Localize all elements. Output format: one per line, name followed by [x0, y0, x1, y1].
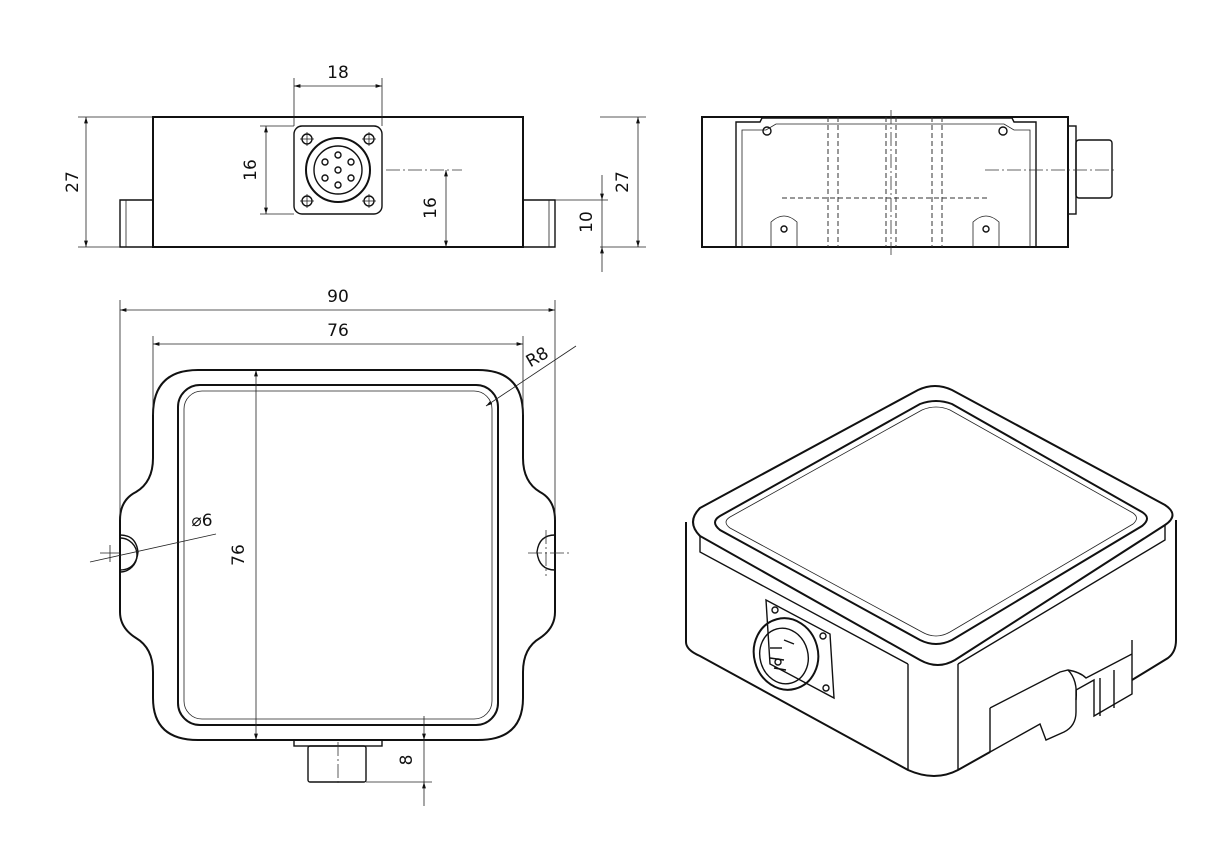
dim-overall-width: 90: [327, 287, 349, 307]
bottom-connector: [307, 745, 367, 783]
dim-side-height: 27: [613, 171, 633, 193]
dim-corner-radius: R8: [523, 343, 553, 372]
top-view: [119, 369, 572, 786]
side-connector: [1075, 139, 1113, 199]
iso-connector: [752, 617, 820, 691]
front-view-dimensions: 18 27 16 16: [63, 63, 448, 248]
dim-connector-offset: 16: [421, 197, 441, 219]
iso-connector-flange: [765, 598, 835, 700]
front-left-foot: [119, 199, 153, 248]
dim-connector-height: 16: [241, 159, 261, 181]
front-view: [119, 116, 556, 248]
front-body-outline: [152, 116, 524, 248]
dim-body-width: 76: [327, 321, 349, 341]
dim-flange-height: 10: [577, 211, 597, 233]
top-lid: [177, 384, 499, 726]
dim-connector-width: 18: [327, 63, 349, 83]
dim-connector-depth: 8: [397, 755, 417, 766]
dim-front-height: 27: [63, 171, 83, 193]
top-view-dimensions: 90 76 76 R8 ⌀6 8: [89, 287, 577, 806]
connector-pins-icon: [321, 151, 355, 189]
front-right-foot: [523, 199, 556, 248]
side-screw-icon: [762, 126, 772, 136]
iso-lid: [714, 400, 1148, 645]
side-screw-icon: [998, 126, 1008, 136]
dim-body-height: 76: [229, 544, 249, 566]
isometric-view: [685, 385, 1177, 777]
iso-connector-pins-icon: [769, 639, 795, 671]
left-hole-icon: [119, 534, 139, 571]
dim-hole-diameter: ⌀6: [191, 511, 212, 531]
side-body-outline: [701, 116, 1069, 248]
right-hole-icon: [536, 534, 556, 571]
connector-flange: [293, 125, 383, 215]
connector-circle: [305, 137, 371, 203]
iso-mounting-ear: [989, 640, 1133, 754]
side-view: [701, 110, 1116, 255]
iso-top-face: [692, 385, 1174, 666]
side-view-dimensions: 27 10: [555, 116, 646, 272]
top-body-outline: [119, 369, 556, 741]
